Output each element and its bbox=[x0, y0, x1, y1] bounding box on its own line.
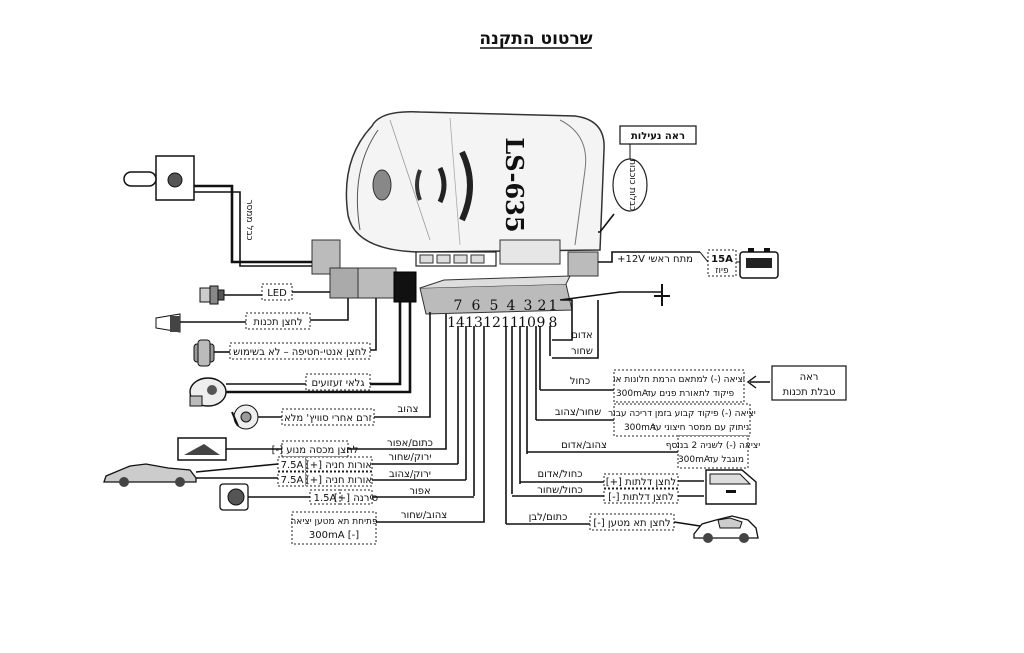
trunk-button-label: לחצן תא מטען [-] bbox=[593, 518, 670, 529]
wire-yellow-label: צהוב bbox=[398, 404, 419, 415]
pin-6: 6 bbox=[472, 298, 481, 314]
pin-3: 3 bbox=[524, 298, 533, 314]
shock-sensor-box bbox=[305, 373, 371, 391]
pulse-output-line3: 300mA bbox=[678, 455, 711, 465]
pin-9: 9 bbox=[537, 315, 546, 331]
park-light-2-label: אורות חניה [+] bbox=[306, 475, 372, 486]
window-output-line3: 300mA bbox=[616, 389, 649, 399]
pin-8: 8 bbox=[549, 315, 558, 331]
pin-7: 7 bbox=[454, 298, 463, 314]
shock-sensor-label: גלאי זעזועים bbox=[312, 378, 365, 389]
wire-green-black-label: ירוק/שחור bbox=[388, 452, 431, 463]
antenna-cable-label: כבל ממסר bbox=[244, 199, 254, 240]
antihijack-button-icon bbox=[193, 339, 215, 367]
siren-label: סירנה [+] bbox=[334, 493, 378, 504]
window-output-line2: פיקוד לתאורת פנים עד bbox=[646, 389, 735, 399]
park-light-2-amp: 7.5A bbox=[281, 475, 304, 486]
wire-black-yellow-label: שחור/צהוב bbox=[555, 407, 601, 418]
park-light-1-amp: 7.5A bbox=[281, 460, 304, 471]
hood-button-icon bbox=[177, 437, 227, 461]
ground-icon bbox=[654, 284, 670, 306]
siren-icon bbox=[219, 483, 249, 511]
shock-sensor-icon bbox=[189, 377, 227, 407]
see-locks-box bbox=[619, 125, 697, 145]
trunk-output-line1: פתיחת תא מטען יציאה bbox=[290, 517, 378, 527]
program-button-label: לחצן תכנות bbox=[253, 317, 302, 328]
wire-blue-label: כחול bbox=[570, 376, 590, 387]
immobilizer-line2: ניתוק עם ממסר חיצוני עד bbox=[651, 423, 749, 433]
antihijack-box bbox=[229, 342, 371, 360]
lock-connector-label: כבלות כוכבות bbox=[627, 159, 637, 211]
door-negative-label: לחצן דלתות [-] bbox=[608, 492, 674, 503]
wire-blue-red-label: כחול/אדום bbox=[537, 469, 582, 480]
immobilizer-line3: 300mA bbox=[624, 423, 657, 433]
wire-brown-gray-label: כתום/אפור bbox=[387, 438, 433, 449]
see-table-line1: ראה bbox=[800, 372, 819, 383]
park-light-2-box bbox=[305, 471, 373, 487]
program-button-icon bbox=[155, 313, 181, 333]
wire-green-yellow-label: ירוק/צהוב bbox=[389, 469, 431, 480]
siren-amp: 1.5A bbox=[314, 493, 337, 504]
pin-12: 12 bbox=[483, 315, 501, 331]
pin-numbers-top: 7 6 5 4 3 2 1 bbox=[454, 298, 558, 314]
lock-connector-icon bbox=[612, 158, 648, 212]
pin-10: 10 bbox=[518, 315, 536, 331]
pulse-output-line2: מוגבל עד bbox=[708, 455, 744, 465]
wire-black-label: שחור bbox=[571, 346, 593, 357]
siren-box bbox=[339, 489, 373, 505]
program-button-box bbox=[245, 312, 311, 330]
park-light-1-label: אורות חניה [+] bbox=[306, 460, 372, 471]
pin-1: 1 bbox=[549, 298, 558, 314]
pin-numbers-bottom: 14 13 12 11 10 9 8 bbox=[447, 315, 557, 331]
immobilizer-line1: יציאה (-) פיקוד קבוע בזמן דריכה עבור bbox=[608, 409, 756, 419]
pulse-output-line1: יציאה (-) לשניה 2 בנוסף bbox=[666, 441, 761, 451]
ignition-switch-icon bbox=[231, 404, 259, 430]
window-output-line1: יציאה (-) למתאם הרמת חלונות או bbox=[613, 375, 745, 385]
immobilizer-box bbox=[613, 403, 751, 437]
trunk-output-line2: 300mA [-] bbox=[309, 530, 359, 541]
see-table-line2: טבלת תכנות bbox=[783, 387, 836, 398]
fuse-value: 15A bbox=[711, 254, 733, 265]
ignition-label: זרם אחרי סוויץ' מלא bbox=[284, 413, 372, 424]
wire-red-label: אדום bbox=[571, 330, 593, 341]
antihijack-label: לחצן אנטי-חטיפה – לא בשימוש bbox=[233, 347, 367, 358]
control-unit: LS-635 bbox=[345, 111, 605, 267]
fuse-label: פיוז bbox=[715, 266, 729, 276]
battery-icon bbox=[739, 248, 779, 279]
car-side-icon bbox=[103, 463, 197, 487]
pin-4: 4 bbox=[507, 298, 516, 314]
pin-14: 14 bbox=[447, 315, 465, 331]
pin-11: 11 bbox=[501, 315, 519, 331]
see-table-box bbox=[771, 365, 847, 401]
model-label: LS-635 bbox=[500, 137, 529, 232]
see-table-arrow bbox=[746, 375, 770, 389]
park-light-1-amp-box bbox=[277, 456, 307, 472]
led-icon bbox=[199, 285, 225, 305]
wire-blue-black-label: כחול/שחור bbox=[537, 485, 583, 496]
hood-button-label: לחצן מכסה מנוע [-] bbox=[272, 445, 359, 456]
led-label: LED bbox=[267, 288, 287, 299]
main-power-label: מתח ראשי 12V+ bbox=[617, 254, 693, 265]
antenna-module-icon bbox=[123, 155, 195, 201]
wire-yellow-red-label: צהוב/אדום bbox=[561, 440, 607, 451]
fuse-box bbox=[707, 249, 737, 277]
pin-5: 5 bbox=[490, 298, 499, 314]
wire-gray-label: אפור bbox=[409, 486, 430, 497]
car-door-icon bbox=[705, 469, 757, 505]
window-output-box bbox=[613, 369, 745, 403]
pulse-output-box bbox=[677, 435, 749, 469]
door-positive-label: לחצן דלתות [+] bbox=[606, 477, 676, 488]
pin-2: 2 bbox=[538, 298, 547, 314]
page-title: שרטוט התקנה bbox=[479, 29, 592, 49]
car-sedan-icon bbox=[693, 515, 759, 543]
trunk-output-box bbox=[291, 511, 377, 545]
park-light-2-amp-box bbox=[277, 471, 307, 487]
see-locks-label: ראה נעילות bbox=[631, 131, 685, 142]
connectors bbox=[311, 239, 599, 315]
pin-13: 13 bbox=[465, 315, 483, 331]
wire-orange-white-label: כתום/לבן bbox=[529, 512, 568, 523]
wire-yellow-black-label: צהוב/שחור bbox=[401, 510, 447, 521]
